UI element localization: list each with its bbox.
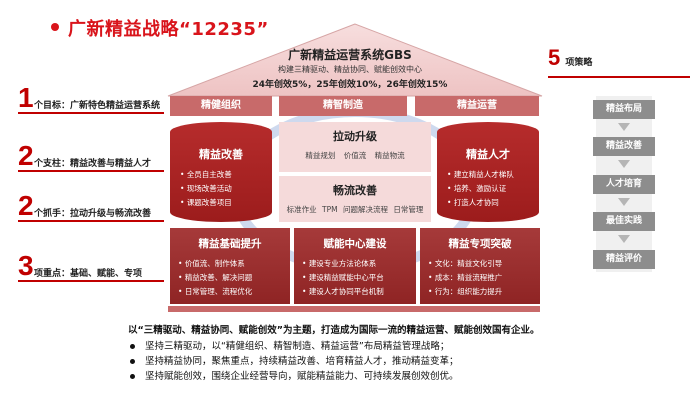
- base-special-title: 精益专项突破: [448, 238, 512, 250]
- pull-upgrade-item: 价值流: [343, 151, 367, 160]
- flow-improvement-item: TPM: [322, 205, 338, 214]
- flow-improvement-item: 标准作业: [286, 205, 317, 214]
- pillar-talent-item: 建立精益人才梯队: [447, 168, 539, 182]
- pillar-talent-item: 打造人才协同: [447, 196, 539, 210]
- strategy-best-practice: 最佳实践: [593, 212, 655, 231]
- levers-number: 2: [18, 190, 34, 221]
- bullet-dot-icon: [130, 359, 135, 364]
- goal-text: 个目标：广新特色精益运营系统: [34, 101, 161, 111]
- header-manufacturing: 精智制造: [279, 96, 407, 116]
- pillar-improvement: 精益改善 全员自主改善 现场改善活动 课题改善项目: [170, 122, 272, 222]
- base-enablement-item: 建设专业方法论体系: [302, 257, 416, 271]
- house-foundation-strip: [168, 306, 540, 312]
- pull-upgrade-item: 精益规划: [305, 151, 336, 160]
- summary-intro: 以“三精驱动、精益协同、赋能创效”为主题，打造成为国际一流的精益运营、赋能创效国…: [128, 325, 540, 336]
- base-foundation-item: 价值流、制作体系: [178, 257, 290, 271]
- flow-improvement-item: 日常管理: [393, 205, 424, 214]
- strategy-improvement: 精益改善: [593, 137, 655, 156]
- arrow-down-icon: [618, 160, 630, 168]
- page-title: 广新精益战略“12235”: [68, 19, 269, 40]
- pillar-improvement-item: 现场改善活动: [180, 182, 272, 196]
- pillar-talent-title: 精益人才: [466, 148, 510, 161]
- base-foundation-box: 精益基础提升 价值流、制作体系 精益改善、解决问题 日常管理、流程优化: [170, 228, 290, 304]
- base-special-box: 精益专项突破 文化：精益文化引导 成本：精益流程推广 行为：组织能力提升: [420, 228, 540, 304]
- base-special-item: 行为：组织能力提升: [428, 285, 540, 299]
- base-special-item: 文化：精益文化引导: [428, 257, 540, 271]
- title-bullet-icon: [51, 23, 59, 31]
- pull-upgrade-box: 拉动升级 精益规划 价值流 精益物流: [279, 122, 431, 172]
- base-foundation-item: 精益改善、解决问题: [178, 271, 290, 285]
- summary-bullet: 坚持赋能创效，围绕企业经营导向，赋能精益能力、可持续发展创效创优。: [130, 368, 459, 382]
- flow-improvement-title: 畅流改善: [333, 184, 377, 197]
- strategies-text: 项策略: [565, 58, 593, 68]
- goal-number: 1: [18, 82, 34, 113]
- pull-upgrade-items: 精益规划 价值流 精益物流: [279, 150, 431, 161]
- arrow-down-icon: [618, 235, 630, 243]
- pillars-row: 2 个支柱：精益改善与精益人才: [18, 138, 164, 172]
- goal-underline: [18, 112, 164, 114]
- flow-improvement-box: 畅流改善 标准作业 TPM 问题解决流程 日常管理: [279, 176, 431, 222]
- pillar-talent-item: 培养、激励认证: [447, 182, 539, 196]
- arrow-down-icon: [618, 198, 630, 206]
- header-organization: 精健组织: [170, 96, 272, 116]
- pillars-text: 个支柱：精益改善与精益人才: [34, 159, 152, 169]
- summary-bullet-text: 坚持三精驱动，以“精健组织、精智制造、精益运营”布局精益管理战略；: [145, 341, 450, 352]
- base-enablement-title: 赋能中心建设: [323, 238, 387, 250]
- base-enablement-box: 赋能中心建设 建设专业方法论体系 建设精益赋能中心平台 建设人才协同平台机制: [294, 228, 416, 304]
- base-enablement-item: 建设人才协同平台机制: [302, 285, 416, 299]
- summary-bullet: 坚持三精驱动，以“精健组织、精智制造、精益运营”布局精益管理战略；: [130, 338, 449, 352]
- base-foundation-item: 日常管理、流程优化: [178, 285, 290, 299]
- pillar-talent: 精益人才 建立精益人才梯队 培养、激励认证 打造人才协同: [437, 122, 539, 222]
- flow-improvement-item: 问题解决流程: [342, 205, 388, 214]
- pillars-underline: [18, 170, 164, 172]
- system-title: 广新精益运营系统GBS: [288, 48, 412, 62]
- base-enablement-item: 建设精益赋能中心平台: [302, 271, 416, 285]
- arrow-down-icon: [618, 123, 630, 131]
- summary-bullet-text: 坚持精益协同，聚焦重点，持续精益改善、培育精益人才，推动精益变革；: [145, 356, 459, 367]
- header-operations: 精益运营: [415, 96, 539, 116]
- focus-row: 3 项重点：基础、赋能、专项: [18, 248, 164, 282]
- levers-text: 个抓手：拉动升级与畅流改善: [34, 209, 152, 219]
- strategies-underline: [548, 76, 690, 78]
- summary-bullet: 坚持精益协同，聚焦重点，持续精益改善、培育精益人才，推动精益变革；: [130, 353, 459, 367]
- levers-row: 2 个抓手：拉动升级与畅流改善: [18, 188, 164, 222]
- strategies-heading: 5 项策略: [548, 45, 592, 71]
- system-targets: 24年创效5%，25年创效10%，26年创效15%: [252, 80, 448, 90]
- strategy-evaluation: 精益评价: [593, 250, 655, 269]
- strategy-layout: 精益布局: [593, 100, 655, 119]
- goal-row: 1 个目标：广新特色精益运营系统: [18, 80, 164, 114]
- flow-improvement-items: 标准作业 TPM 问题解决流程 日常管理: [279, 204, 431, 215]
- pull-upgrade-title: 拉动升级: [333, 130, 377, 143]
- pillars-number: 2: [18, 140, 34, 171]
- pillar-improvement-item: 全员自主改善: [180, 168, 272, 182]
- system-subtitle: 构建三精驱动、精益协同、赋能创效中心: [278, 65, 422, 74]
- bullet-dot-icon: [130, 374, 135, 379]
- strategy-talent: 人才培育: [593, 175, 655, 194]
- pillar-improvement-item: 课题改善项目: [180, 196, 272, 210]
- focus-text: 项重点：基础、赋能、专项: [34, 269, 143, 279]
- pillar-improvement-title: 精益改善: [199, 148, 243, 161]
- pull-upgrade-item: 精益物流: [374, 151, 405, 160]
- focus-underline: [18, 280, 164, 282]
- focus-number: 3: [18, 250, 34, 281]
- bullet-dot-icon: [130, 344, 135, 349]
- strategies-number: 5: [548, 45, 561, 70]
- base-foundation-title: 精益基础提升: [198, 238, 262, 250]
- base-special-item: 成本：精益流程推广: [428, 271, 540, 285]
- levers-underline: [18, 220, 164, 222]
- summary-bullet-text: 坚持赋能创效，围绕企业经营导向，赋能精益能力、可持续发展创效创优。: [145, 371, 459, 382]
